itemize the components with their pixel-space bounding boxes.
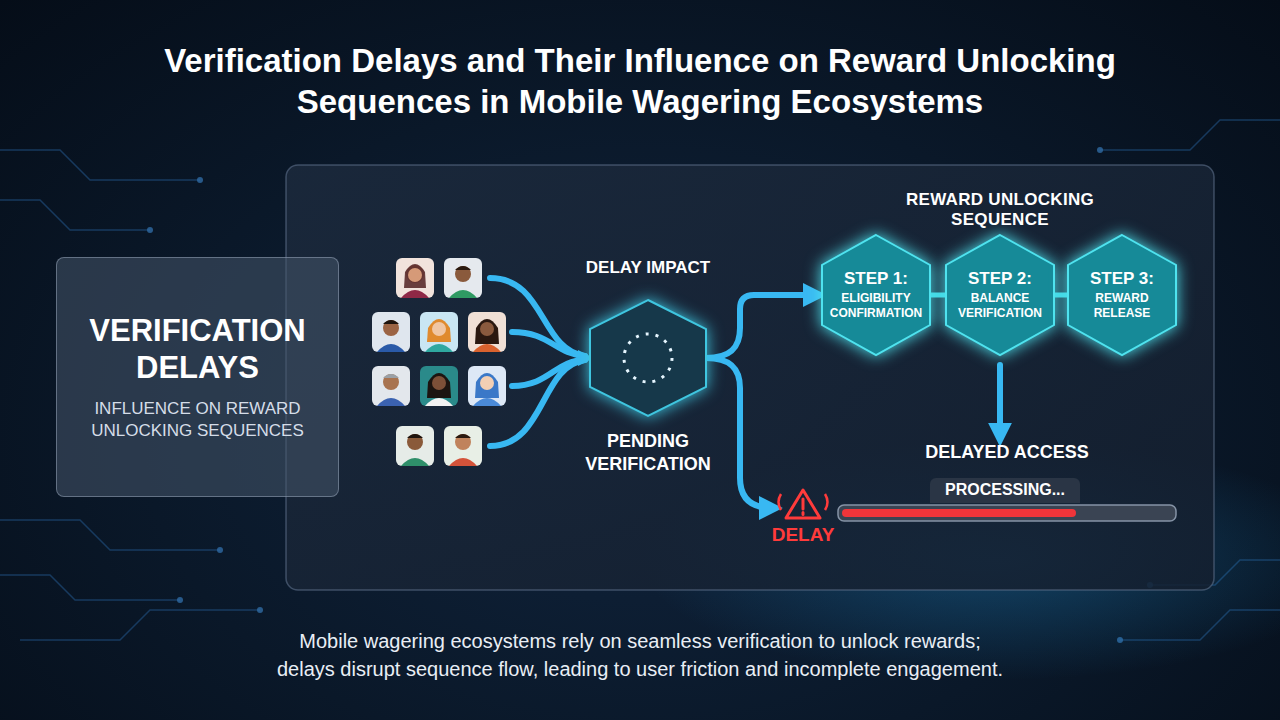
step-name: ELIGIBILITY CONFIRMATION — [826, 291, 926, 321]
delay-label: DELAY — [758, 524, 848, 546]
step-hexagon-outline — [946, 235, 1054, 355]
step-number: STEP 1: — [844, 269, 908, 289]
step-node: STEP 1:ELIGIBILITY CONFIRMATION — [822, 235, 930, 355]
alert-node: DELAY — [768, 486, 838, 550]
connector — [706, 295, 816, 358]
diagram-title: Verification Delays and Their Influence … — [140, 40, 1140, 122]
core-node: DELAY IMPACTPENDING VERIFICATION — [590, 300, 706, 416]
step-name: REWARD RELEASE — [1072, 291, 1172, 321]
connector — [706, 358, 772, 508]
merge-arrows — [490, 278, 585, 446]
step-node: STEP 3:REWARD RELEASE — [1068, 235, 1176, 355]
connector — [997, 365, 1003, 436]
user-avatars — [372, 258, 506, 466]
signal-waves — [779, 494, 828, 510]
warning-triangle — [786, 490, 820, 518]
access-node: DELAYED ACCESS PROCESSING... — [838, 440, 1176, 525]
step-number: STEP 2: — [968, 269, 1032, 289]
step-number: STEP 3: — [1090, 269, 1154, 289]
step-hexagon-outline — [822, 235, 930, 355]
connector — [1054, 293, 1068, 298]
intro-node: VERIFICATION DELAYS INFLUENCE ON REWARD U… — [56, 257, 339, 497]
impact-heading: DELAY IMPACT — [538, 258, 758, 278]
section-label: REWARD UNLOCKING SEQUENCE — [860, 190, 1140, 230]
step-name: BALANCE VERIFICATION — [950, 291, 1050, 321]
warning-mark — [802, 499, 805, 515]
loading-ring — [624, 334, 672, 382]
main-panel — [286, 165, 1214, 590]
intro-heading: VERIFICATION DELAYS — [71, 312, 324, 386]
intro-subtext: INFLUENCE ON REWARD UNLOCKING SEQUENCES — [83, 398, 313, 442]
diagram-caption: Mobile wagering ecosystems rely on seaml… — [200, 627, 1080, 683]
pending-label: PENDING VERIFICATION — [576, 430, 720, 476]
circuit-lines — [0, 120, 1280, 640]
progress-track — [838, 505, 1176, 521]
access-heading: DELAYED ACCESS — [838, 442, 1176, 463]
progress-label: PROCESSING... — [930, 478, 1080, 503]
core-hexagon-outline — [590, 300, 706, 416]
step-node: STEP 2:BALANCE VERIFICATION — [946, 235, 1054, 355]
progress-fill — [842, 509, 1076, 517]
core-hexagon — [590, 300, 706, 416]
step-hexagon-outline — [1068, 235, 1176, 355]
connector — [930, 293, 946, 298]
